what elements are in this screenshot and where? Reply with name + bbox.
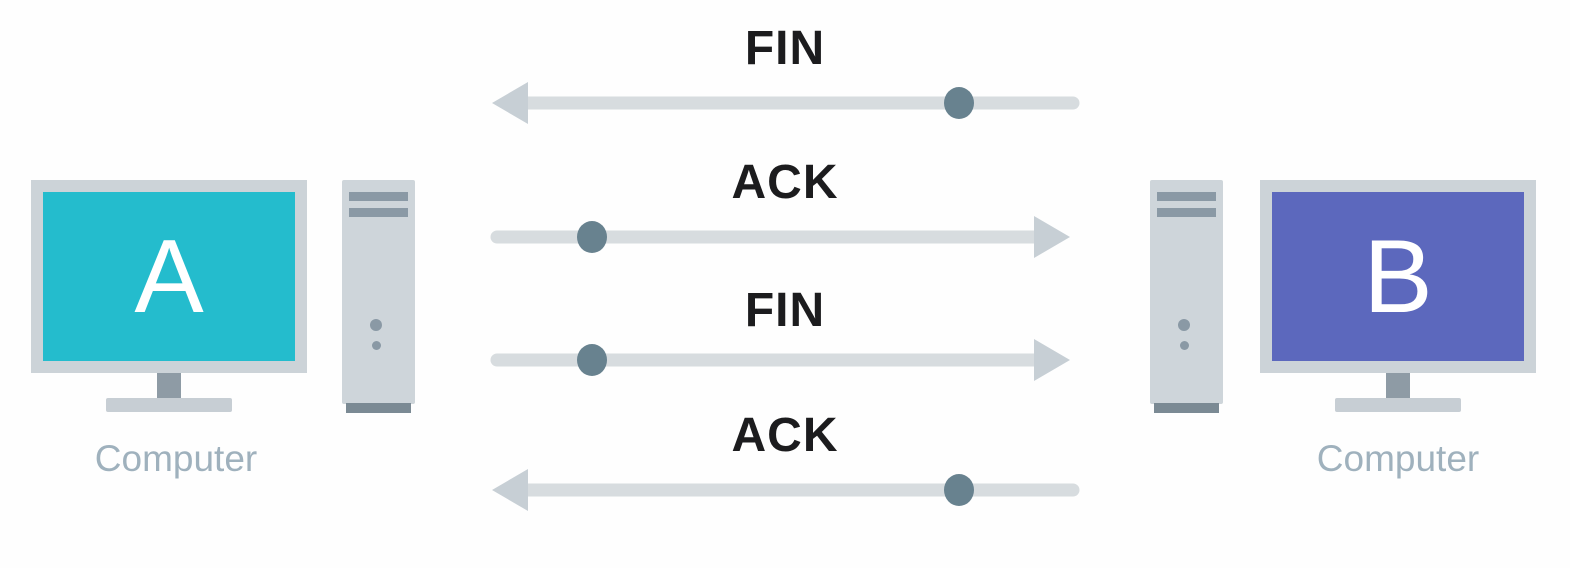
tower-vent-stripe bbox=[1157, 192, 1216, 201]
computer-a-letter: A bbox=[134, 218, 204, 335]
computer-b-stand-base bbox=[1335, 398, 1461, 412]
packet-dot bbox=[944, 474, 974, 506]
tower-led-dot bbox=[372, 341, 381, 350]
computer-b-letter: B bbox=[1363, 218, 1433, 335]
tower-power-button bbox=[1178, 319, 1190, 331]
message-label-ack-2: ACK bbox=[731, 409, 839, 462]
tower-foot bbox=[1154, 403, 1219, 413]
computer-a-caption: Computer bbox=[94, 438, 258, 479]
ack-arrow-left-icon bbox=[492, 469, 1080, 511]
packet-dot bbox=[944, 87, 974, 119]
arrowhead-left bbox=[492, 469, 528, 511]
arrowhead-right bbox=[1034, 216, 1070, 258]
message-label-fin-2: FIN bbox=[744, 284, 826, 337]
computer-a-stand-base bbox=[106, 398, 232, 412]
tower-body bbox=[1150, 180, 1223, 404]
tower-vent-stripe bbox=[1157, 208, 1216, 217]
message-label-fin-1: FIN bbox=[744, 22, 826, 75]
tower-led-dot bbox=[1180, 341, 1189, 350]
computer-b-monitor: B bbox=[1260, 180, 1536, 373]
computer-b-stand-neck bbox=[1386, 373, 1410, 399]
fin-arrow-right-icon bbox=[490, 339, 1070, 381]
computer-a-screen: A bbox=[43, 192, 295, 361]
arrowhead-right bbox=[1034, 339, 1070, 381]
computer-b-tower bbox=[1150, 180, 1223, 413]
computer-a-stand-neck bbox=[157, 373, 181, 399]
computer-a-tower bbox=[342, 180, 415, 413]
packet-dot bbox=[577, 221, 607, 253]
tower-vent-stripe bbox=[349, 192, 408, 201]
tower-body bbox=[342, 180, 415, 404]
arrowhead-left bbox=[492, 82, 528, 124]
computer-b-screen: B bbox=[1272, 192, 1524, 361]
packet-dot bbox=[577, 344, 607, 376]
message-label-ack-1: ACK bbox=[731, 156, 839, 209]
tower-power-button bbox=[370, 319, 382, 331]
tower-vent-stripe bbox=[349, 208, 408, 217]
computer-b-caption: Computer bbox=[1316, 438, 1480, 479]
tower-foot bbox=[346, 403, 411, 413]
computer-a-monitor: A bbox=[31, 180, 307, 373]
fin-arrow-left-icon bbox=[492, 82, 1080, 124]
ack-arrow-right-icon bbox=[490, 216, 1070, 258]
